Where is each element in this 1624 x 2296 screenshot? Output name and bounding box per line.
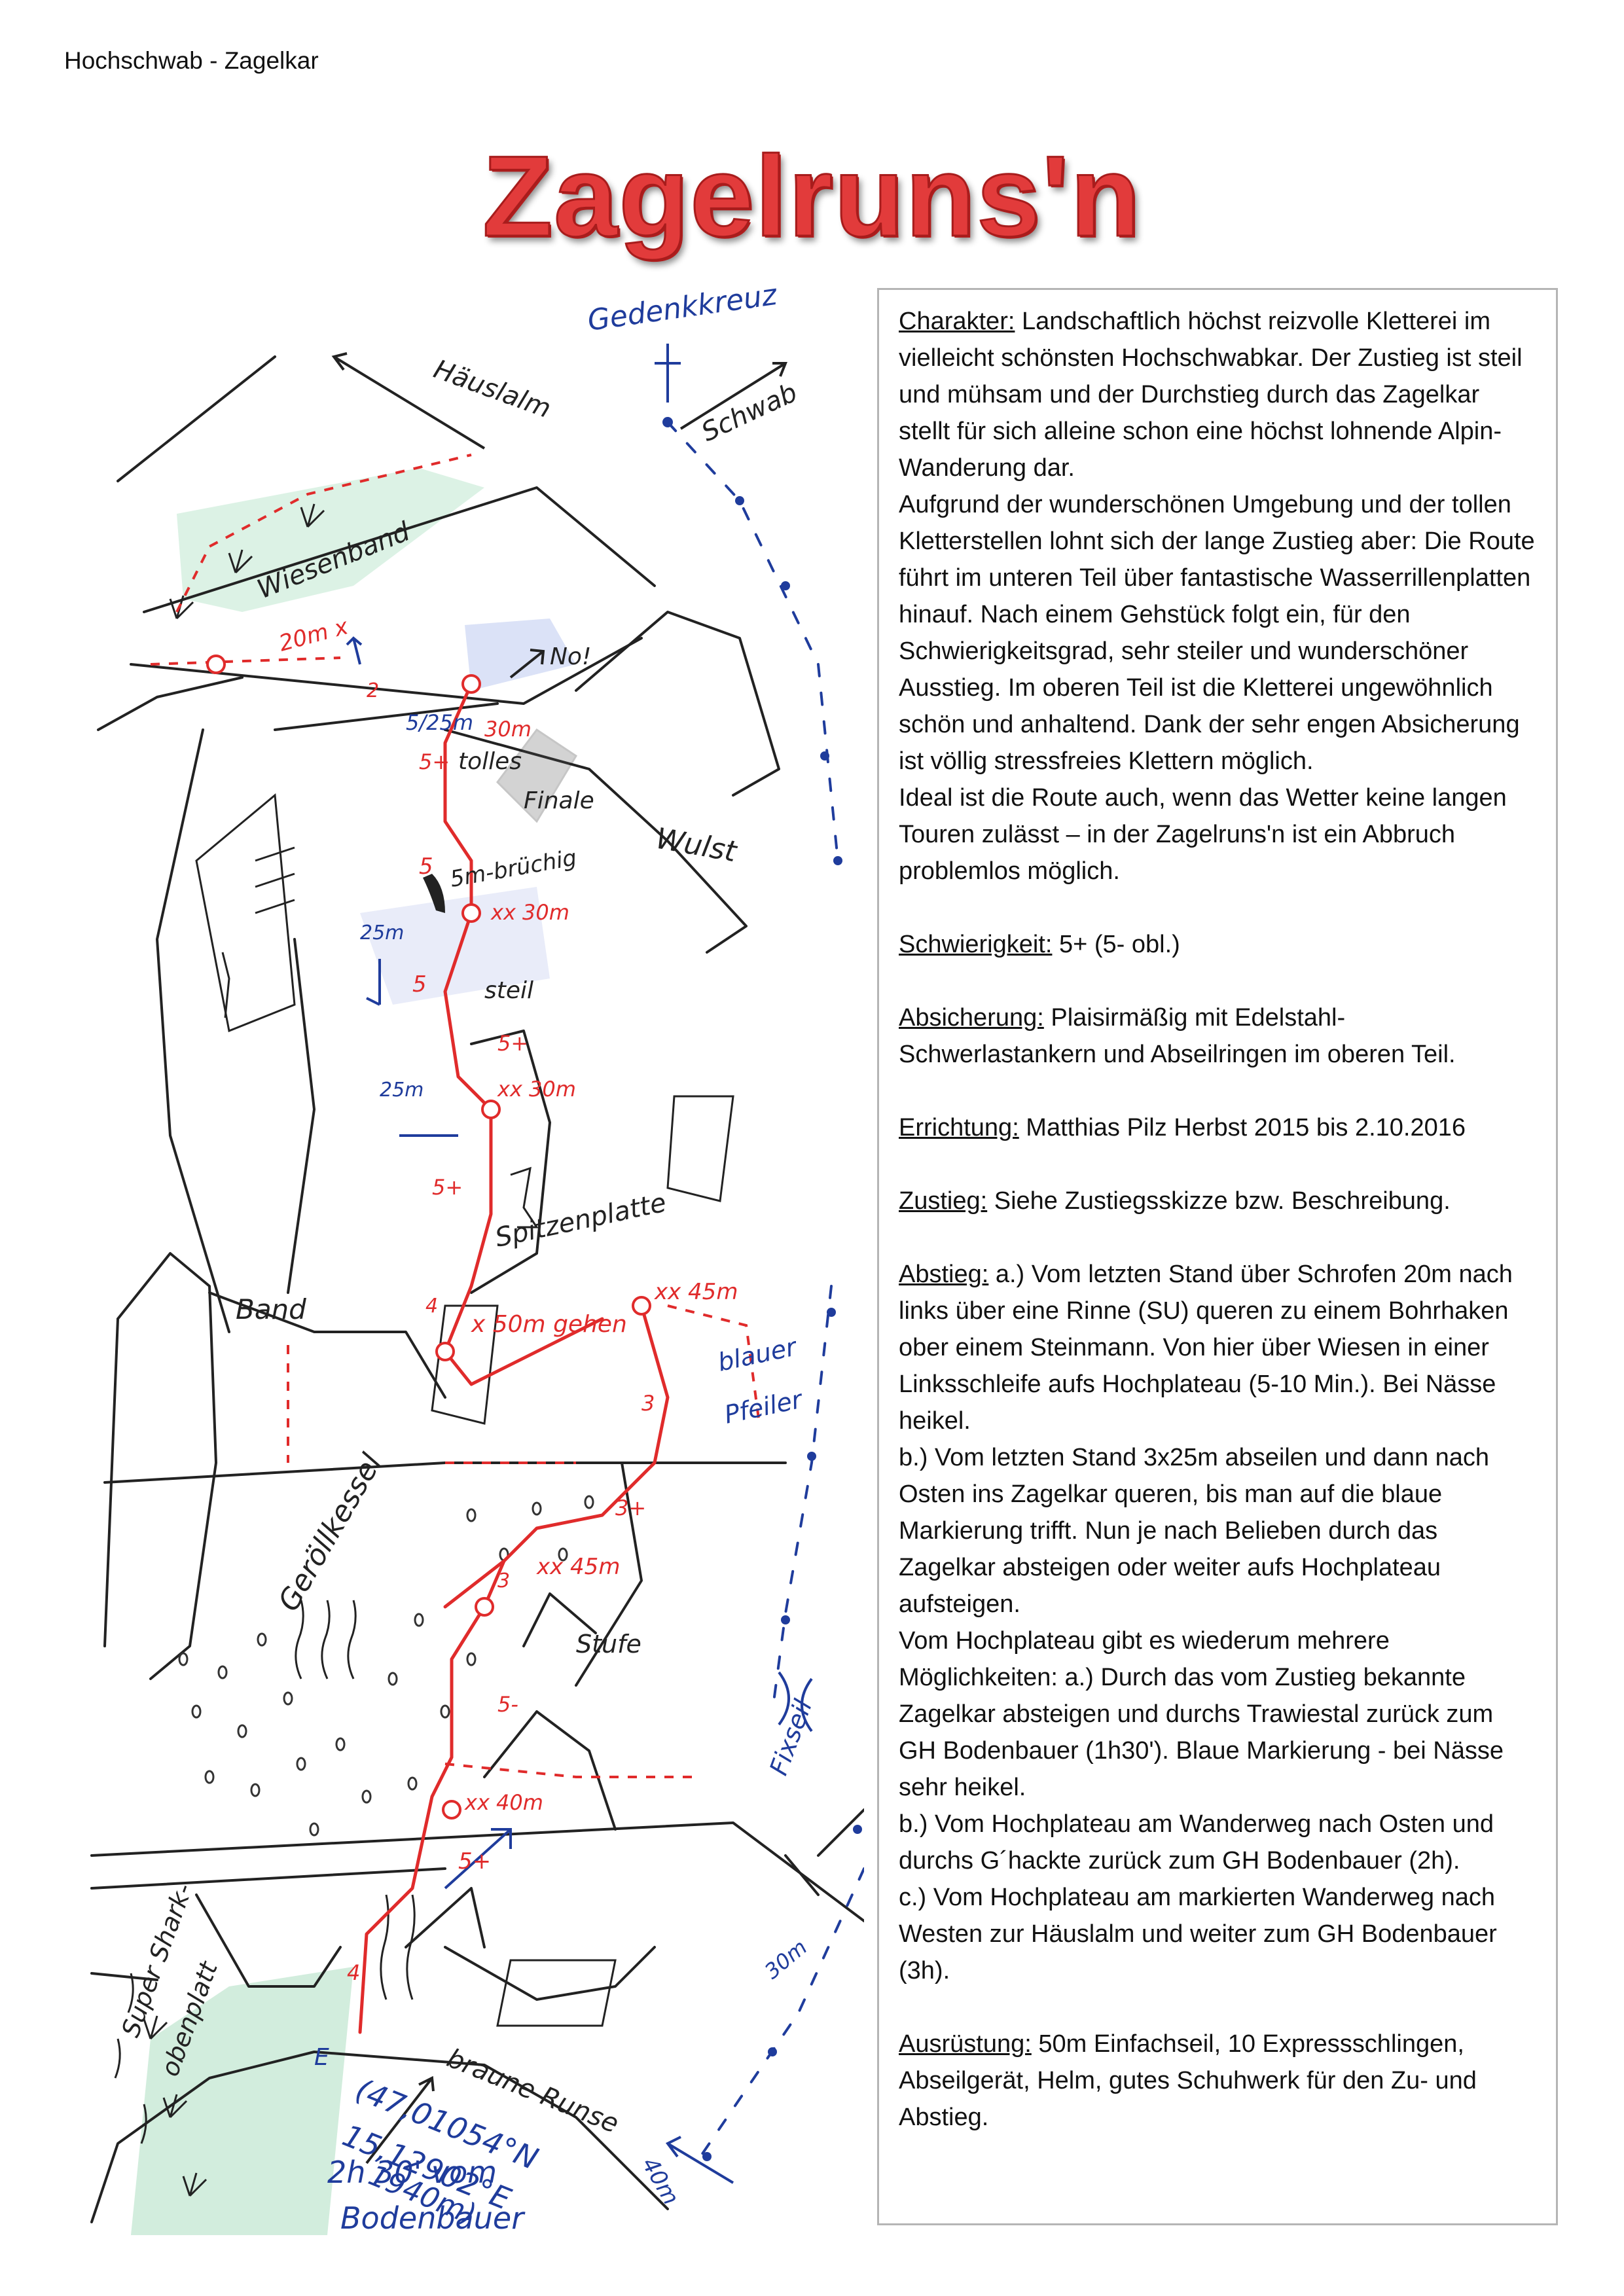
- document-header: Hochschwab - Zagelkar: [64, 47, 319, 74]
- errichtung-value: Matthias Pilz Herbst 2015 bis 2.10.2016: [1019, 1114, 1466, 1141]
- absicherung-value: Plaisirmäßig mit Edelstahl-Schwerlastank…: [899, 1004, 1456, 1068]
- grade-4-a: 4: [425, 1295, 438, 1318]
- schwab-label: Schwab: [697, 378, 802, 448]
- grade-5-b: 5: [412, 971, 427, 997]
- station-40m: xx 40m: [464, 1790, 543, 1815]
- charakter-text-1: Landschaftlich höchst reizvolle Klettere…: [899, 308, 1523, 482]
- grade-5plus-1: 5+: [419, 749, 450, 774]
- abstieg-text-c: Vom Hochplateau gibt es wiederum mehrere…: [899, 1627, 1504, 1801]
- errichtung-label: Errichtung:: [899, 1114, 1019, 1141]
- scree-dots: [178, 1495, 594, 1837]
- abstieg-text-a: a.) Vom letzten Stand über Schrofen 20m …: [899, 1261, 1513, 1435]
- abstieg-text-d: b.) Vom Hochplateau am Wanderweg nach Os…: [899, 1810, 1494, 1874]
- brittle-5m-label: 5m-brüchig: [448, 845, 579, 893]
- approach-time-1: 2h 30' vom: [327, 2155, 497, 2190]
- blue-trail: [666, 421, 864, 2158]
- absicherung-paragraph: Absicherung: Plaisirmäßig mit Edelstahl-…: [899, 999, 1536, 1073]
- abstieg-label: Abstieg:: [899, 1261, 989, 1288]
- grade-5plus-4: 5+: [458, 1848, 491, 1874]
- geroellkessel-label: Geröllkessel: [272, 1448, 389, 1617]
- grade-5-a: 5: [419, 853, 433, 880]
- charakter-label: Charakter:: [899, 308, 1015, 335]
- rappel-25m-a: 5/25m: [406, 710, 473, 735]
- abstieg-text-b: b.) Vom letzten Stand 3x25m abseilen und…: [899, 1444, 1490, 1618]
- blue-trail-dots: [662, 417, 862, 2161]
- route-info-box: Charakter: Landschaftlich höchst reizvol…: [877, 288, 1558, 2225]
- schwierigkeit-value: 5+ (5- obl.): [1052, 931, 1180, 958]
- steil-label: steil: [484, 977, 533, 1004]
- station-45m-a: xx 45m: [654, 1279, 738, 1305]
- blue-arrows: [444, 344, 813, 2184]
- zustieg-value: Siehe Zustiegsskizze bzw. Beschreibung.: [987, 1187, 1451, 1215]
- route-line: [358, 682, 670, 2034]
- grade-5plus-2: 5+: [497, 1031, 528, 1056]
- abstieg-paragraph: Abstieg: a.) Vom letzten Stand über Schr…: [899, 1256, 1536, 1439]
- grass-tufts: [143, 503, 325, 2197]
- charakter-text-3: Ideal ist die Route auch, wenn das Wette…: [899, 784, 1507, 885]
- fixseil-label: Fixseil: [764, 1696, 818, 1779]
- zustieg-paragraph: Zustieg: Siehe Zustiegsskizze bzw. Besch…: [899, 1183, 1536, 1219]
- ausruestung-label: Ausrüstung:: [899, 2030, 1032, 2058]
- station-45m-b: xx 45m: [536, 1554, 620, 1580]
- errichtung-paragraph: Errichtung: Matthias Pilz Herbst 2015 bi…: [899, 1109, 1536, 1146]
- rappel-marks: [346, 636, 458, 1137]
- abstieg-text-e: c.) Vom Hochplateau am markierten Wander…: [899, 1884, 1497, 1984]
- zustieg-label: Zustieg:: [899, 1187, 988, 1215]
- band-label: Band: [236, 1293, 306, 1325]
- wulst-label: Wulst: [653, 822, 740, 869]
- grade-3plus: 3+: [615, 1496, 646, 1520]
- rock-outlines: [90, 355, 864, 2223]
- charakter-paragraph: Charakter: Landschaftlich höchst reizvol…: [899, 303, 1536, 486]
- grade-5plus-3: 5+: [432, 1175, 463, 1200]
- stufe-label: Stufe: [576, 1630, 641, 1659]
- rappel-25m-c: 25m: [380, 1079, 424, 1102]
- pitch-2: 2: [367, 679, 379, 702]
- distance-30m-d: 30m: [760, 1935, 812, 1984]
- blue-wash-top: [465, 619, 576, 691]
- route-dashed: [150, 454, 761, 1778]
- topo-svg: Gedenkkreuz Häuslalm Schwab Wiesenband 2…: [90, 278, 864, 2235]
- walk-50m-label: x 50m gehen: [471, 1311, 627, 1338]
- blauer-label: blauer: [715, 1332, 801, 1377]
- distance-40m-b: 40m: [636, 2153, 684, 2210]
- approach-time-2: Bodenbauer: [340, 2200, 526, 2235]
- schwierigkeit-label: Schwierigkeit:: [899, 931, 1053, 958]
- gedenkkreuz-label: Gedenkkreuz: [585, 278, 779, 338]
- length-30m-a: 30m: [484, 717, 532, 742]
- station-30m-c: xx 30m: [497, 1077, 576, 1102]
- pfeiler-label: Pfeiler: [722, 1384, 806, 1429]
- haeuslalm-label: Häuslalm: [430, 354, 555, 424]
- overhang-marks: [221, 874, 539, 1229]
- meadow-wash-bottom: [131, 1967, 353, 2235]
- charakter-text-2: Aufgrund der wunderschönen Umgebung und …: [899, 491, 1535, 775]
- schwierigkeit-paragraph: Schwierigkeit: 5+ (5- obl.): [899, 926, 1536, 963]
- route-title: Zagelruns'n: [482, 132, 1142, 262]
- hatch-blocks: [195, 728, 734, 2027]
- ausruestung-value: 50m Einfachseil, 10 Expressschlingen, Ab…: [899, 2030, 1477, 2131]
- absicherung-label: Absicherung:: [899, 1004, 1044, 1031]
- grade-3-b: 3: [497, 1570, 510, 1592]
- finale-label: Finale: [524, 787, 594, 814]
- grade-3-a: 3: [641, 1391, 655, 1416]
- entry-e-label: E: [314, 2044, 329, 2071]
- ink-arrows: [331, 352, 787, 2164]
- grade-4-b: 4: [347, 1960, 360, 1985]
- rappel-25m-b: 25m: [360, 922, 404, 944]
- belay-stations: [206, 655, 651, 1820]
- topo-sketch: Gedenkkreuz Häuslalm Schwab Wiesenband 2…: [79, 272, 864, 2235]
- grade-5minus: 5-: [497, 1692, 518, 1717]
- distance-20m: 20m x: [276, 613, 352, 657]
- ausruestung-paragraph: Ausrüstung: 50m Einfachseil, 10 Expresss…: [899, 2026, 1536, 2136]
- blue-wash-mid: [360, 887, 550, 1005]
- no-label: No!: [550, 643, 591, 670]
- spitzenplatte-label: Spitzenplatte: [493, 1188, 669, 1253]
- station-30m-b: xx 30m: [490, 900, 569, 925]
- tolles-label: tolles: [458, 748, 522, 775]
